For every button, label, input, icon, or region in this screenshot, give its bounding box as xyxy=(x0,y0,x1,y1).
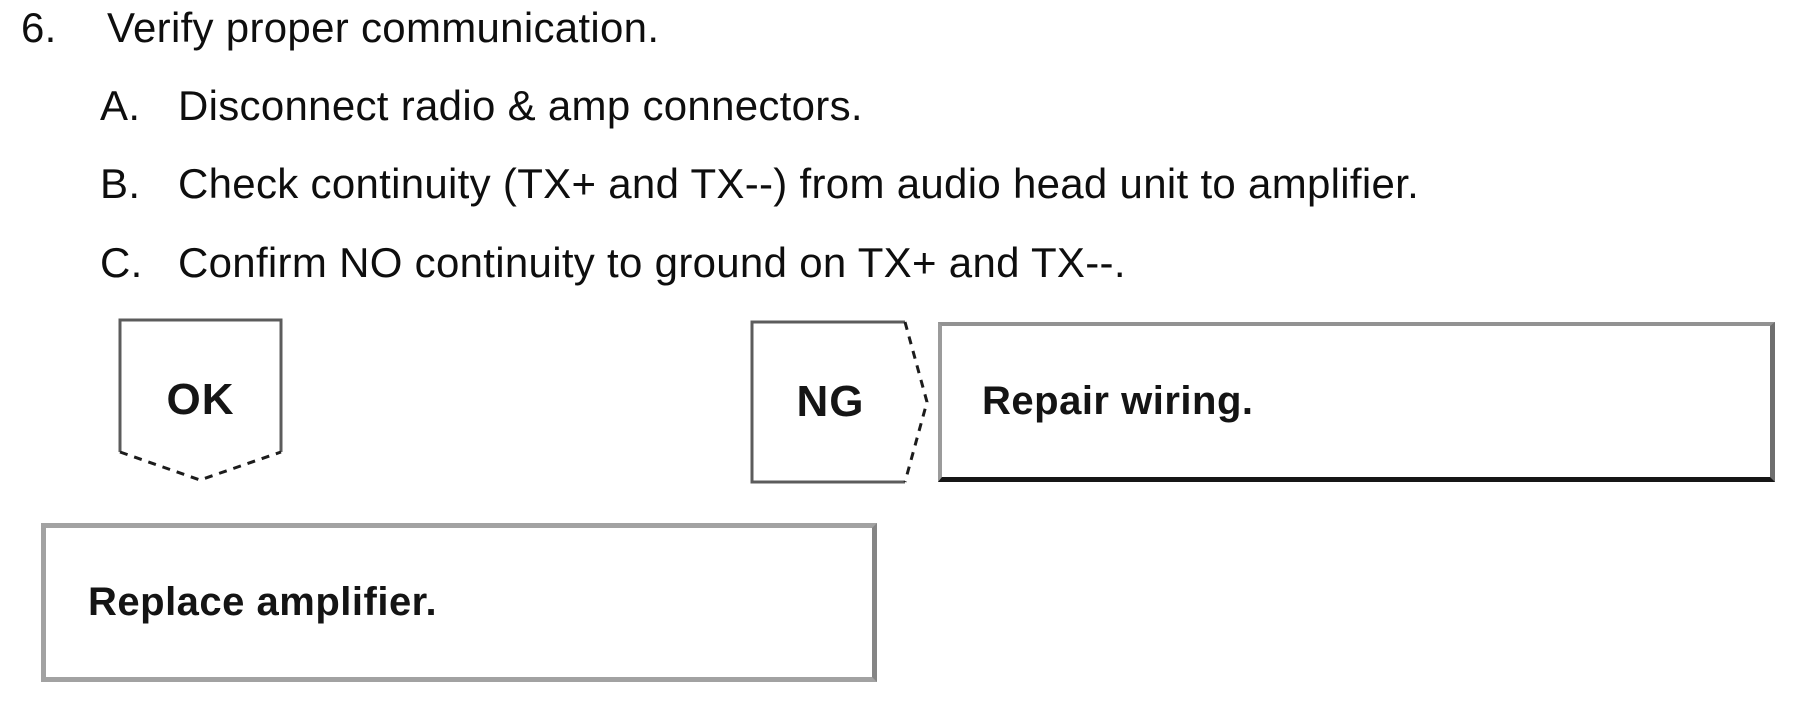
ok-action-box: Replace amplifier. xyxy=(41,523,877,682)
substep-marker: A. xyxy=(100,82,141,129)
step-number: 6. xyxy=(21,4,57,51)
ng-flag-shape xyxy=(750,320,929,484)
substep-b: B. Check continuity (TX+ and TX--) from … xyxy=(100,158,1419,210)
ng-result-label: NG xyxy=(796,377,865,426)
ng-action-box: Repair wiring. xyxy=(938,322,1775,482)
procedure-step-6: 6. Verify proper communication. xyxy=(21,2,659,54)
ok-result-label: OK xyxy=(166,375,235,424)
substep-c: C. Confirm NO continuity to ground on TX… xyxy=(100,237,1126,289)
ok-flag-shape xyxy=(118,318,283,482)
step-title: Verify proper communication. xyxy=(107,4,660,51)
substep-text: Confirm NO continuity to ground on TX+ a… xyxy=(178,239,1126,286)
ng-action-label: Repair wiring. xyxy=(982,379,1254,423)
substep-marker: B. xyxy=(100,160,141,207)
substep-a: A. Disconnect radio & amp connectors. xyxy=(100,80,863,132)
ok-action-label: Replace amplifier. xyxy=(88,580,438,624)
substep-text: Disconnect radio & amp connectors. xyxy=(178,82,863,129)
substep-marker: C. xyxy=(100,239,143,286)
substep-text: Check continuity (TX+ and TX--) from aud… xyxy=(178,160,1420,207)
